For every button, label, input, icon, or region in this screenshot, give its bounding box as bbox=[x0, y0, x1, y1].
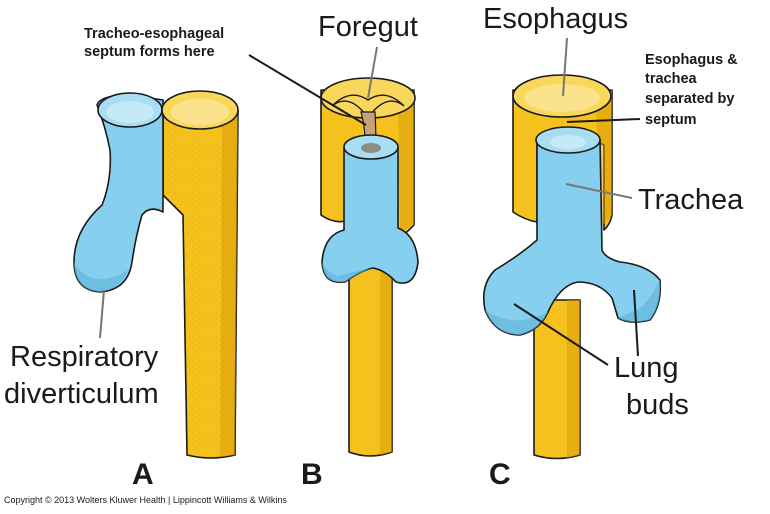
panel-c-trachea-opening bbox=[535, 126, 601, 154]
panel-a-diverticulum-shade bbox=[74, 262, 128, 292]
label-septum-forms-line1: Tracheo-esophageal bbox=[84, 26, 224, 42]
label-esophagus: Esophagus bbox=[483, 3, 628, 35]
label-separated-line1: Esophagus & bbox=[645, 52, 738, 68]
panel-label-a: A bbox=[132, 458, 154, 491]
panel-c-trachea-shade-right bbox=[618, 280, 661, 323]
label-septum-forms-line2: septum forms here bbox=[84, 44, 215, 60]
leader-esophagus bbox=[562, 37, 568, 97]
panel-c-figure bbox=[482, 74, 662, 460]
panel-label-b: B bbox=[301, 458, 323, 491]
panel-a-trachea-lumen bbox=[106, 101, 154, 123]
panel-a-foregut-texture bbox=[163, 110, 238, 458]
panel-a-diverticulum bbox=[73, 94, 164, 293]
leader-lung-right bbox=[633, 289, 639, 357]
panel-b-trachea bbox=[321, 147, 419, 284]
panel-c-esophagus-lower-shade bbox=[567, 300, 580, 458]
label-lung-buds-line1: Lung bbox=[614, 352, 679, 384]
leader-trachea bbox=[565, 183, 633, 199]
label-separated-line4: septum bbox=[645, 112, 697, 128]
label-foregut: Foregut bbox=[318, 11, 418, 43]
panel-b-septum-fold bbox=[331, 94, 405, 120]
leader-respiratory bbox=[99, 289, 105, 339]
panel-b-foregut-lower-shade bbox=[380, 262, 392, 455]
label-separated-line2: trachea bbox=[645, 71, 698, 87]
panel-c-trachea-lumen bbox=[550, 135, 586, 149]
label-lung-buds-line2: buds bbox=[626, 389, 689, 421]
copyright-notice: Copyright © 2013 Wolters Kluwer Health |… bbox=[4, 495, 287, 505]
panel-b-trachea-lumen bbox=[361, 143, 381, 153]
leader-lung-left bbox=[513, 303, 609, 366]
leader-septum-forms bbox=[248, 54, 367, 126]
panel-c-esophagus-lumen bbox=[524, 84, 600, 112]
label-separated-line3: separated by bbox=[645, 91, 734, 107]
label-trachea: Trachea bbox=[638, 184, 744, 216]
leader-foregut bbox=[367, 46, 378, 99]
panel-c-trachea bbox=[482, 139, 662, 336]
panel-c-trachea-shade bbox=[485, 310, 548, 335]
panel-label-c: C bbox=[489, 458, 511, 491]
panel-b-foregut-upper-shade bbox=[398, 90, 414, 232]
panel-a-foregut-opening bbox=[161, 90, 239, 130]
label-respiratory-line1: Respiratory bbox=[10, 341, 159, 373]
panel-b-figure bbox=[320, 77, 419, 457]
leader-separated bbox=[566, 118, 641, 123]
label-respiratory-line2: diverticulum bbox=[4, 378, 159, 410]
panel-b-trachea-shade bbox=[322, 262, 373, 283]
panel-a-foregut-lumen bbox=[171, 99, 229, 125]
panel-c-esophagus-opening bbox=[512, 74, 612, 118]
